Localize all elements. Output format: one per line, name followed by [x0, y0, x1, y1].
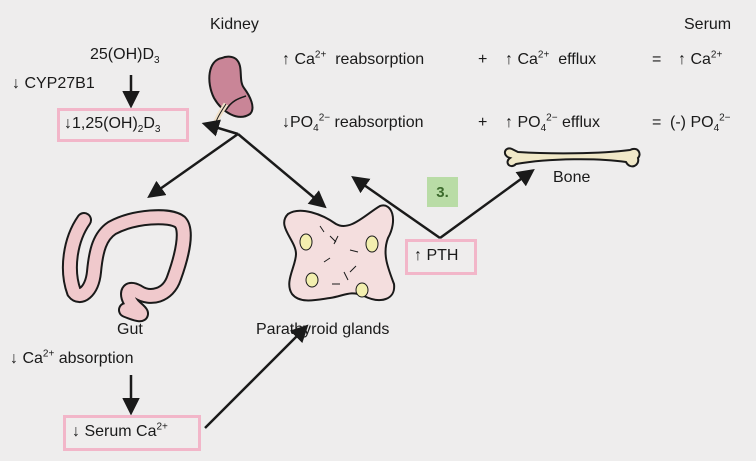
serum-ca-box	[63, 415, 201, 451]
pth-box	[405, 239, 477, 275]
gut-label: Gut	[117, 321, 143, 338]
kidney-label: Kidney	[210, 16, 259, 33]
arrow-serum-to-parathyroid	[204, 324, 309, 429]
serum-ca-label: ↓ Serum Ca2+	[72, 421, 168, 440]
parathyroid-label: Parathyroid glands	[256, 321, 390, 338]
kidney-illustration	[208, 55, 254, 123]
po4-efflux-term: ↑ PO42− efflux	[505, 112, 600, 135]
calcitriol-box	[57, 108, 189, 142]
bone-label: Bone	[553, 169, 591, 186]
po4-plus: +	[478, 114, 488, 131]
po4-reabsorption-term: ↓PO42− reabsorption	[282, 112, 424, 135]
cyp27b1-label: ↓ CYP27B1	[12, 75, 95, 92]
arrow-kidney-to-gut	[147, 132, 239, 199]
gut-illustration	[61, 209, 192, 323]
ca-result: ↑ Ca2+	[678, 49, 723, 68]
ca-reabsorption-term: ↑ Ca2+ reabsorption	[282, 49, 425, 68]
serum-label: Serum	[684, 16, 732, 33]
po4-result: (-) PO42−	[670, 112, 731, 135]
precursor-label: 25(OH)D3	[90, 46, 160, 67]
calcitriol-label: ↓1,25(OH)2D3	[64, 115, 161, 136]
parathyroid-illustration	[283, 204, 396, 302]
arrow-pth-to-bone	[439, 168, 535, 240]
arrow-kidney-to-parathyroid	[237, 133, 327, 209]
arrow-kidney-to-calcitriol	[201, 119, 239, 137]
bone-illustration	[504, 147, 641, 168]
step-3-badge: 3.	[427, 177, 458, 207]
arrow-pth-to-kidney	[351, 175, 441, 240]
ca-absorption-label: ↓ Ca2+ absorption	[10, 348, 134, 367]
ca-plus: +	[478, 51, 488, 68]
ca-equals: =	[652, 51, 662, 68]
po4-equals: =	[652, 114, 662, 131]
pth-label: ↑ PTH	[414, 247, 459, 264]
ca-efflux-term: ↑ Ca2+ efflux	[505, 49, 597, 68]
